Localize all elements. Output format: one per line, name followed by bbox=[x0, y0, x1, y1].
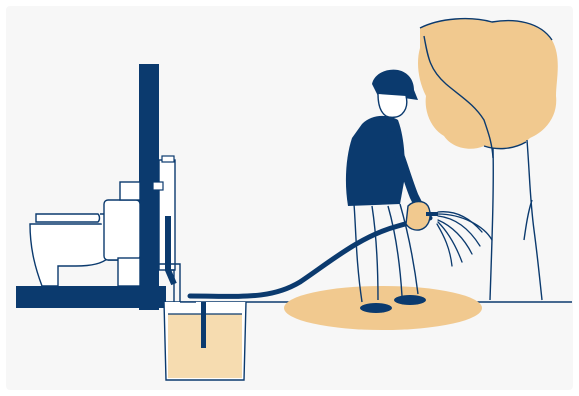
pump-unit-icon bbox=[103, 155, 181, 308]
water-spray-icon bbox=[436, 211, 493, 267]
wall-icon bbox=[139, 64, 159, 310]
sump-tank-icon bbox=[163, 301, 247, 381]
gardener-icon bbox=[345, 69, 438, 313]
floor-slab-icon bbox=[16, 286, 166, 308]
tree-icon bbox=[418, 17, 558, 301]
